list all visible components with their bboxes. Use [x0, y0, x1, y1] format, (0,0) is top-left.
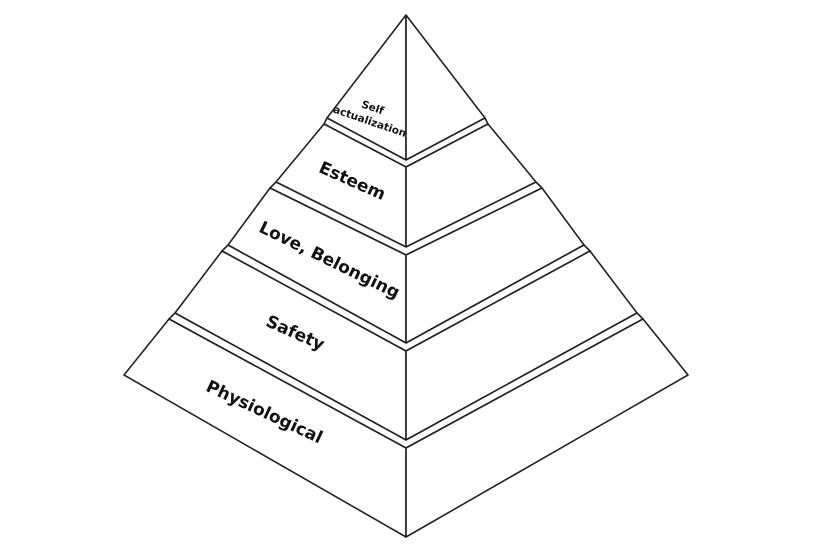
tier-5-right-face: [405, 318, 689, 538]
pyramid-shape: [123, 14, 689, 538]
